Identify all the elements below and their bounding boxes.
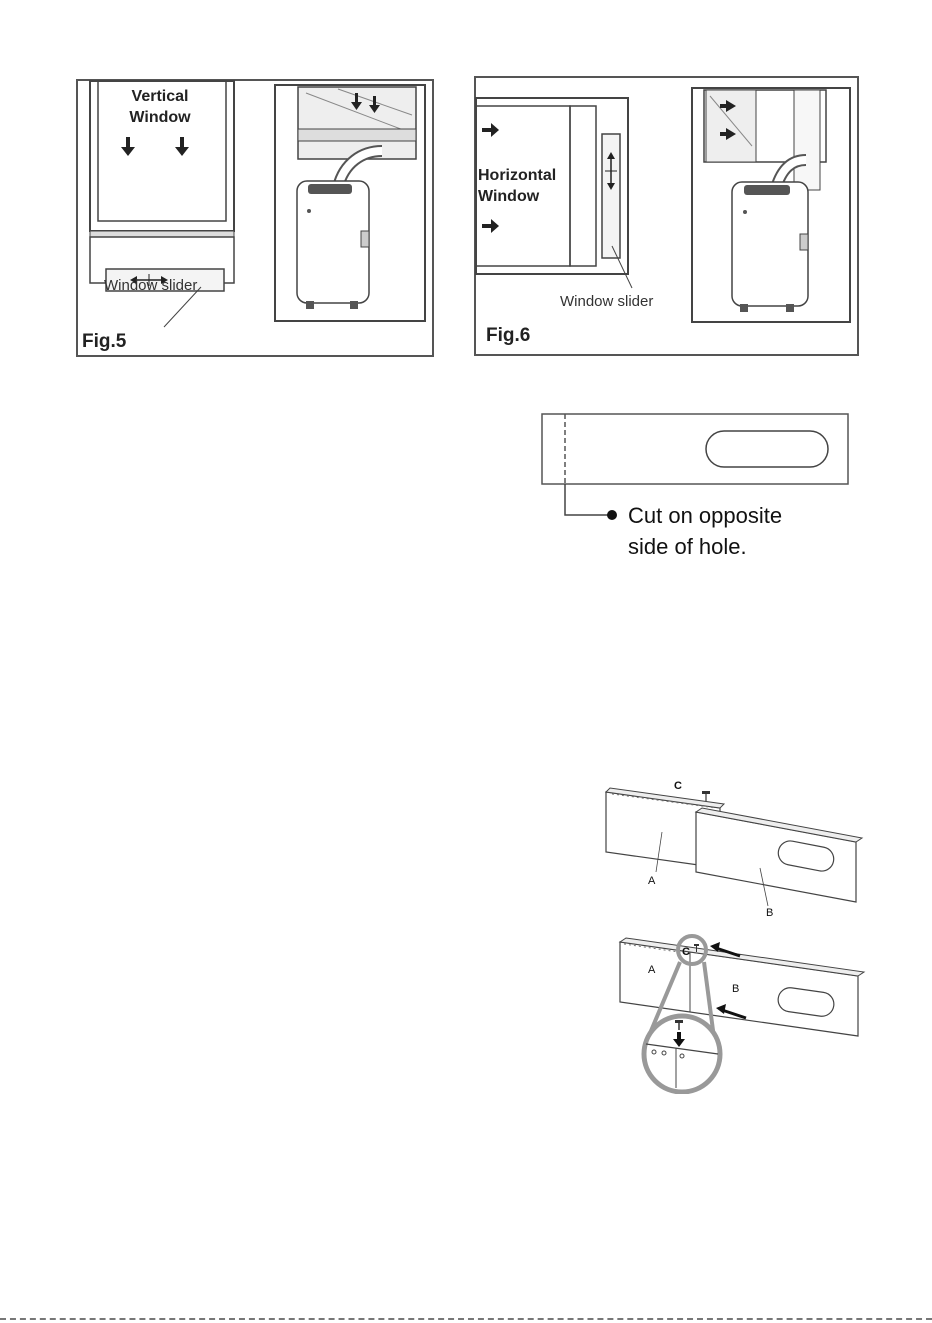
- fig5-label: Fig.5: [82, 331, 127, 352]
- screw-c-label: C: [674, 780, 682, 792]
- exhaust-hole: [706, 431, 828, 467]
- part-a-label: A: [648, 875, 656, 887]
- part-a-label-2: A: [648, 964, 656, 976]
- slider-assembly-joined: A B C: [612, 928, 868, 1094]
- fig6-label: Fig.6: [486, 325, 530, 346]
- fig6-slider-label: Window slider: [560, 293, 653, 310]
- fig5-window-label-1: Vertical: [132, 88, 189, 105]
- air-conditioner-drawing-fig5: [275, 85, 425, 321]
- bullet-icon: [607, 510, 617, 520]
- cut-instruction-line1: Cut on opposite: [628, 503, 782, 528]
- page-bottom-border: [0, 1318, 932, 1320]
- figure-6: Horizontal Window Window slider Fig.6: [474, 76, 859, 356]
- cut-diagram: Cut on opposite side of hole.: [540, 412, 852, 572]
- fig6-window-label-2: Window: [478, 188, 540, 205]
- part-b-label: B: [766, 907, 773, 918]
- figure-5: Vertical Window Window slider Fig.5: [76, 79, 434, 357]
- fig6-window-label-1: Horizontal: [478, 167, 556, 184]
- fig5-slider-label: Window slider: [104, 277, 197, 294]
- cut-instruction-line2: side of hole.: [628, 534, 747, 559]
- fig5-window-label-2: Window: [129, 109, 191, 126]
- screw-c-label-2: C: [682, 946, 690, 958]
- panel-b: [696, 808, 862, 902]
- air-conditioner-drawing-fig6: [692, 88, 850, 322]
- slider-assembly-separate: C A B: [600, 772, 866, 918]
- part-b-label-2: B: [732, 983, 739, 995]
